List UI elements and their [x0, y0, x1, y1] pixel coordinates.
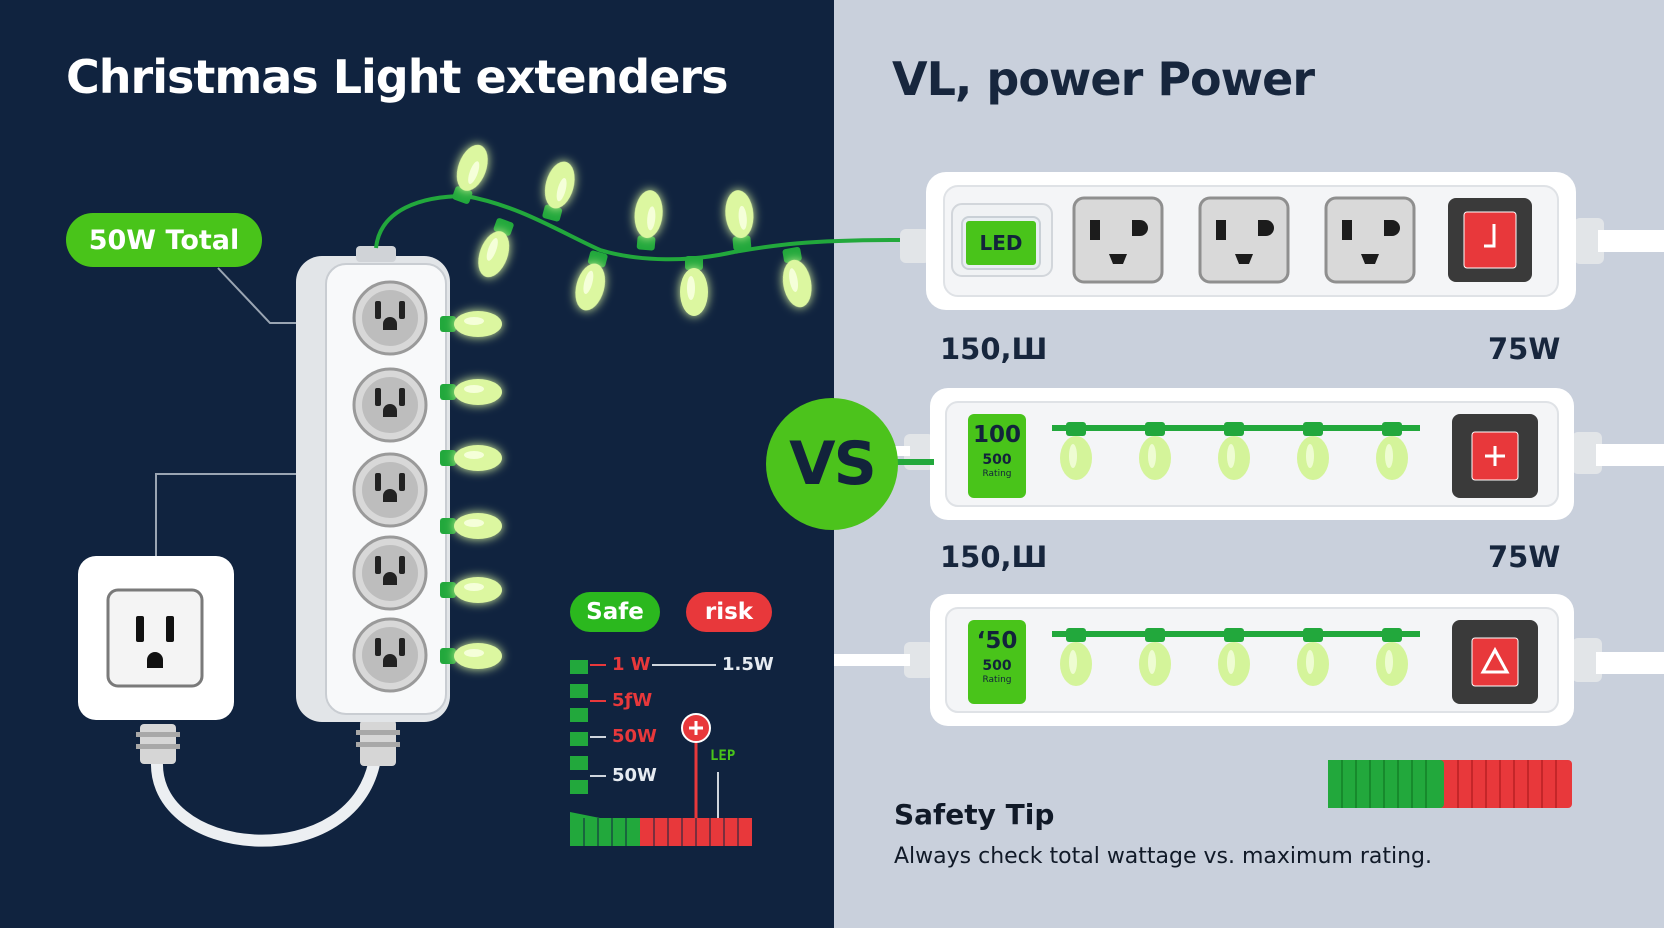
- rating-tiny: Rating: [982, 675, 1012, 685]
- intl-outlet: [1324, 196, 1416, 284]
- scale-label-1w: 1 W: [612, 654, 651, 675]
- row2-watts-right: 75W: [1488, 540, 1561, 574]
- strip-2-rating-chip: 100 500 Rating: [968, 414, 1026, 498]
- right-title: VL, power Power: [892, 52, 1315, 106]
- power-strip-3: [834, 594, 1664, 726]
- strip-outlet: [352, 367, 428, 443]
- strip-outlet: [352, 280, 428, 356]
- row1-watts-left: 150,Ш: [940, 332, 1048, 366]
- plug-neck-strip: [356, 720, 400, 766]
- intl-outlet: [1072, 196, 1164, 284]
- load-bar: [1328, 760, 1572, 808]
- risk-pill: risk: [686, 592, 772, 632]
- rating-big: ‘50: [976, 628, 1018, 654]
- scale-label-row4: 50W: [612, 765, 657, 786]
- light-string-wire: [374, 193, 901, 262]
- scale-label-row3: 50W: [612, 726, 657, 747]
- rating-small: 500: [982, 452, 1012, 468]
- rating-small: 500: [982, 658, 1012, 674]
- row2-watts-left: 150,Ш: [940, 540, 1048, 574]
- strip-outlet: [352, 535, 428, 611]
- scale-marker-label: LEP: [710, 748, 736, 764]
- strip-outlet: [352, 617, 428, 693]
- safety-tip-text: Always check total wattage vs. maximum r…: [894, 844, 1432, 869]
- wattage-scale: [570, 660, 752, 846]
- led-indicator: LED: [963, 218, 1039, 268]
- wall-outlet: [78, 556, 234, 720]
- scale-label-row2: 5ƒW: [612, 690, 653, 711]
- left-title: Christmas Light extenders: [66, 50, 728, 104]
- rating-big: 100: [972, 422, 1021, 448]
- strip-outlet: [352, 452, 428, 528]
- plug-neck-left: [136, 724, 180, 764]
- strip-2-switch: [1452, 414, 1538, 498]
- total-badge: 50W Total: [66, 213, 262, 267]
- vs-badge: VS: [766, 398, 898, 530]
- rating-tiny: Rating: [982, 469, 1012, 479]
- power-strip-2: [834, 388, 1664, 520]
- outlet-leader-line: [155, 473, 314, 556]
- intl-outlet: [1198, 196, 1290, 284]
- row1-watts-right: 75W: [1488, 332, 1561, 366]
- strip-1-switch: [1448, 198, 1532, 282]
- plug-cord: [151, 746, 382, 847]
- strip-3-rating-chip: ‘50 500 Rating: [968, 620, 1026, 704]
- safety-tip-title: Safety Tip: [894, 798, 1055, 831]
- strip-3-switch: [1452, 620, 1538, 704]
- safe-pill: Safe: [570, 592, 660, 632]
- scale-label-1-5w: 1.5W: [722, 654, 774, 675]
